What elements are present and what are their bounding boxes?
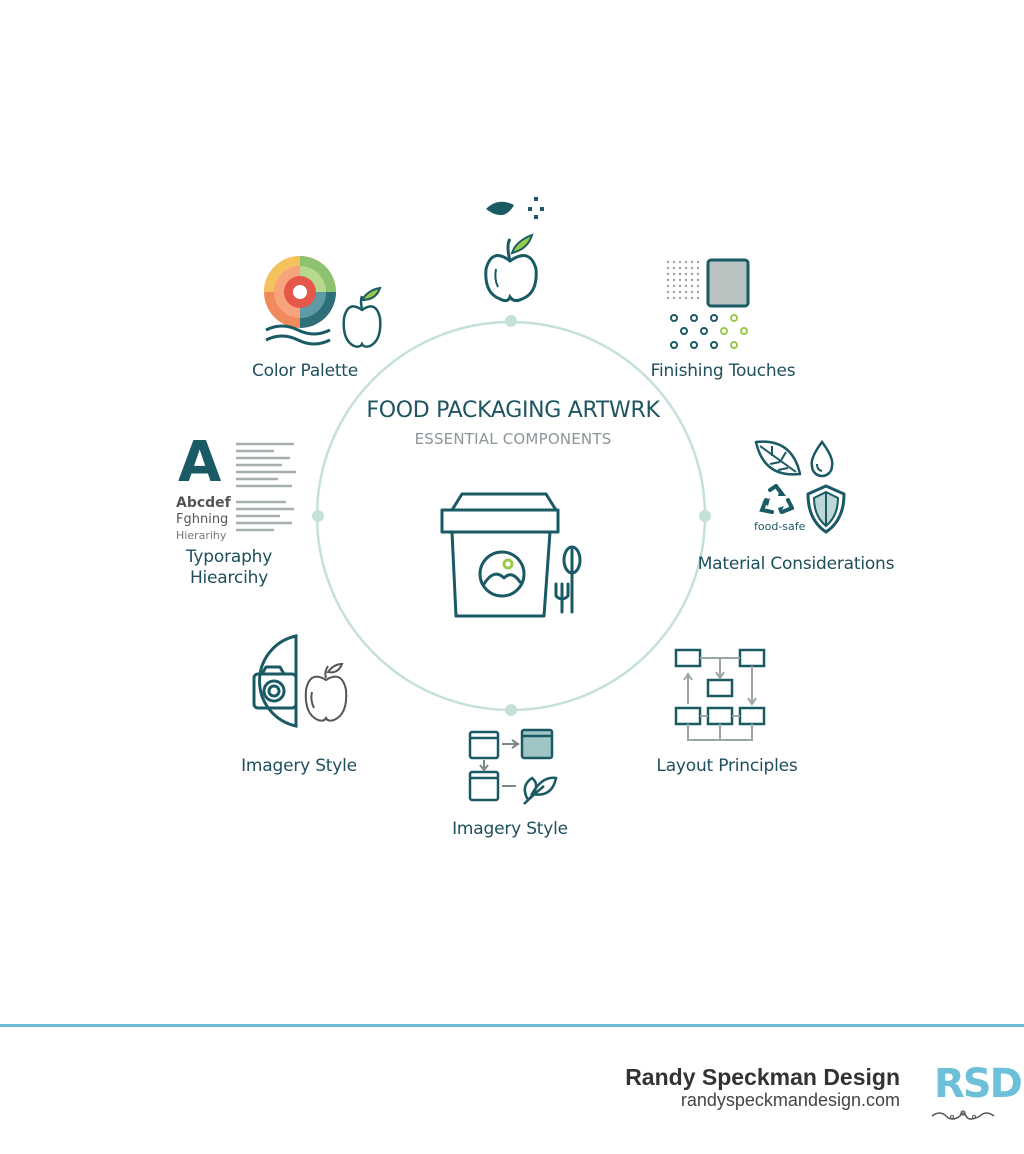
label-typography-hierarchy: Typoraphy Hiearcihy bbox=[186, 547, 272, 589]
brand-url[interactable]: randyspeckmandesign.com bbox=[680, 1090, 900, 1110]
ring-node-top bbox=[505, 315, 517, 327]
camera-icon bbox=[252, 634, 348, 728]
label-material-considerations: Material Considerations bbox=[697, 554, 895, 574]
label-imagery-style-left: Imagery Style bbox=[241, 756, 357, 776]
layout-grid-icon bbox=[674, 648, 766, 741]
shield-icon bbox=[806, 484, 846, 534]
label-finishing-touches: Finishing Touches bbox=[650, 361, 796, 381]
recycle-icon bbox=[759, 484, 794, 514]
brand-name: Randy Speckman Design bbox=[625, 1064, 900, 1090]
brand-logo: RSD bbox=[934, 1061, 1023, 1107]
label-imagery-style-bottom: Imagery Style bbox=[452, 819, 568, 839]
typography-sample-line3: Hierarihy bbox=[176, 529, 227, 542]
ring-node-right bbox=[699, 510, 711, 522]
ring-node-left bbox=[312, 510, 324, 522]
typography-big-letter: A bbox=[178, 430, 222, 495]
diagram-subtitle: ESSENTIAL COMPONENTS bbox=[414, 430, 612, 448]
water-drop-icon bbox=[810, 440, 834, 478]
flow-boxes-icon bbox=[468, 728, 558, 805]
color-wheel-icon bbox=[264, 256, 382, 348]
diagram-title: FOOD PACKAGING ARTWRK bbox=[366, 398, 660, 423]
label-typography-line1: Typoraphy bbox=[185, 547, 273, 567]
footer-divider bbox=[0, 1024, 1024, 1027]
halftone-swatch-icon bbox=[666, 258, 750, 349]
food-safe-badge: food-safe bbox=[754, 520, 806, 533]
logo-flourish-icon bbox=[931, 1110, 995, 1120]
label-color-palette: Color Palette bbox=[251, 361, 359, 381]
label-layout-principles: Layout Principles bbox=[656, 756, 798, 776]
food-box-icon bbox=[440, 492, 582, 618]
type-sample-icon bbox=[236, 442, 296, 532]
ring-node-bottom bbox=[505, 704, 517, 716]
typography-sample-line2: Fghning bbox=[176, 512, 229, 527]
typography-sample-line1: Abcdef bbox=[176, 495, 231, 511]
leaf-icon bbox=[754, 440, 802, 476]
apple-icon bbox=[484, 197, 544, 303]
center-ring bbox=[312, 315, 711, 716]
label-typography-line2: Hiearcihy bbox=[189, 568, 269, 588]
